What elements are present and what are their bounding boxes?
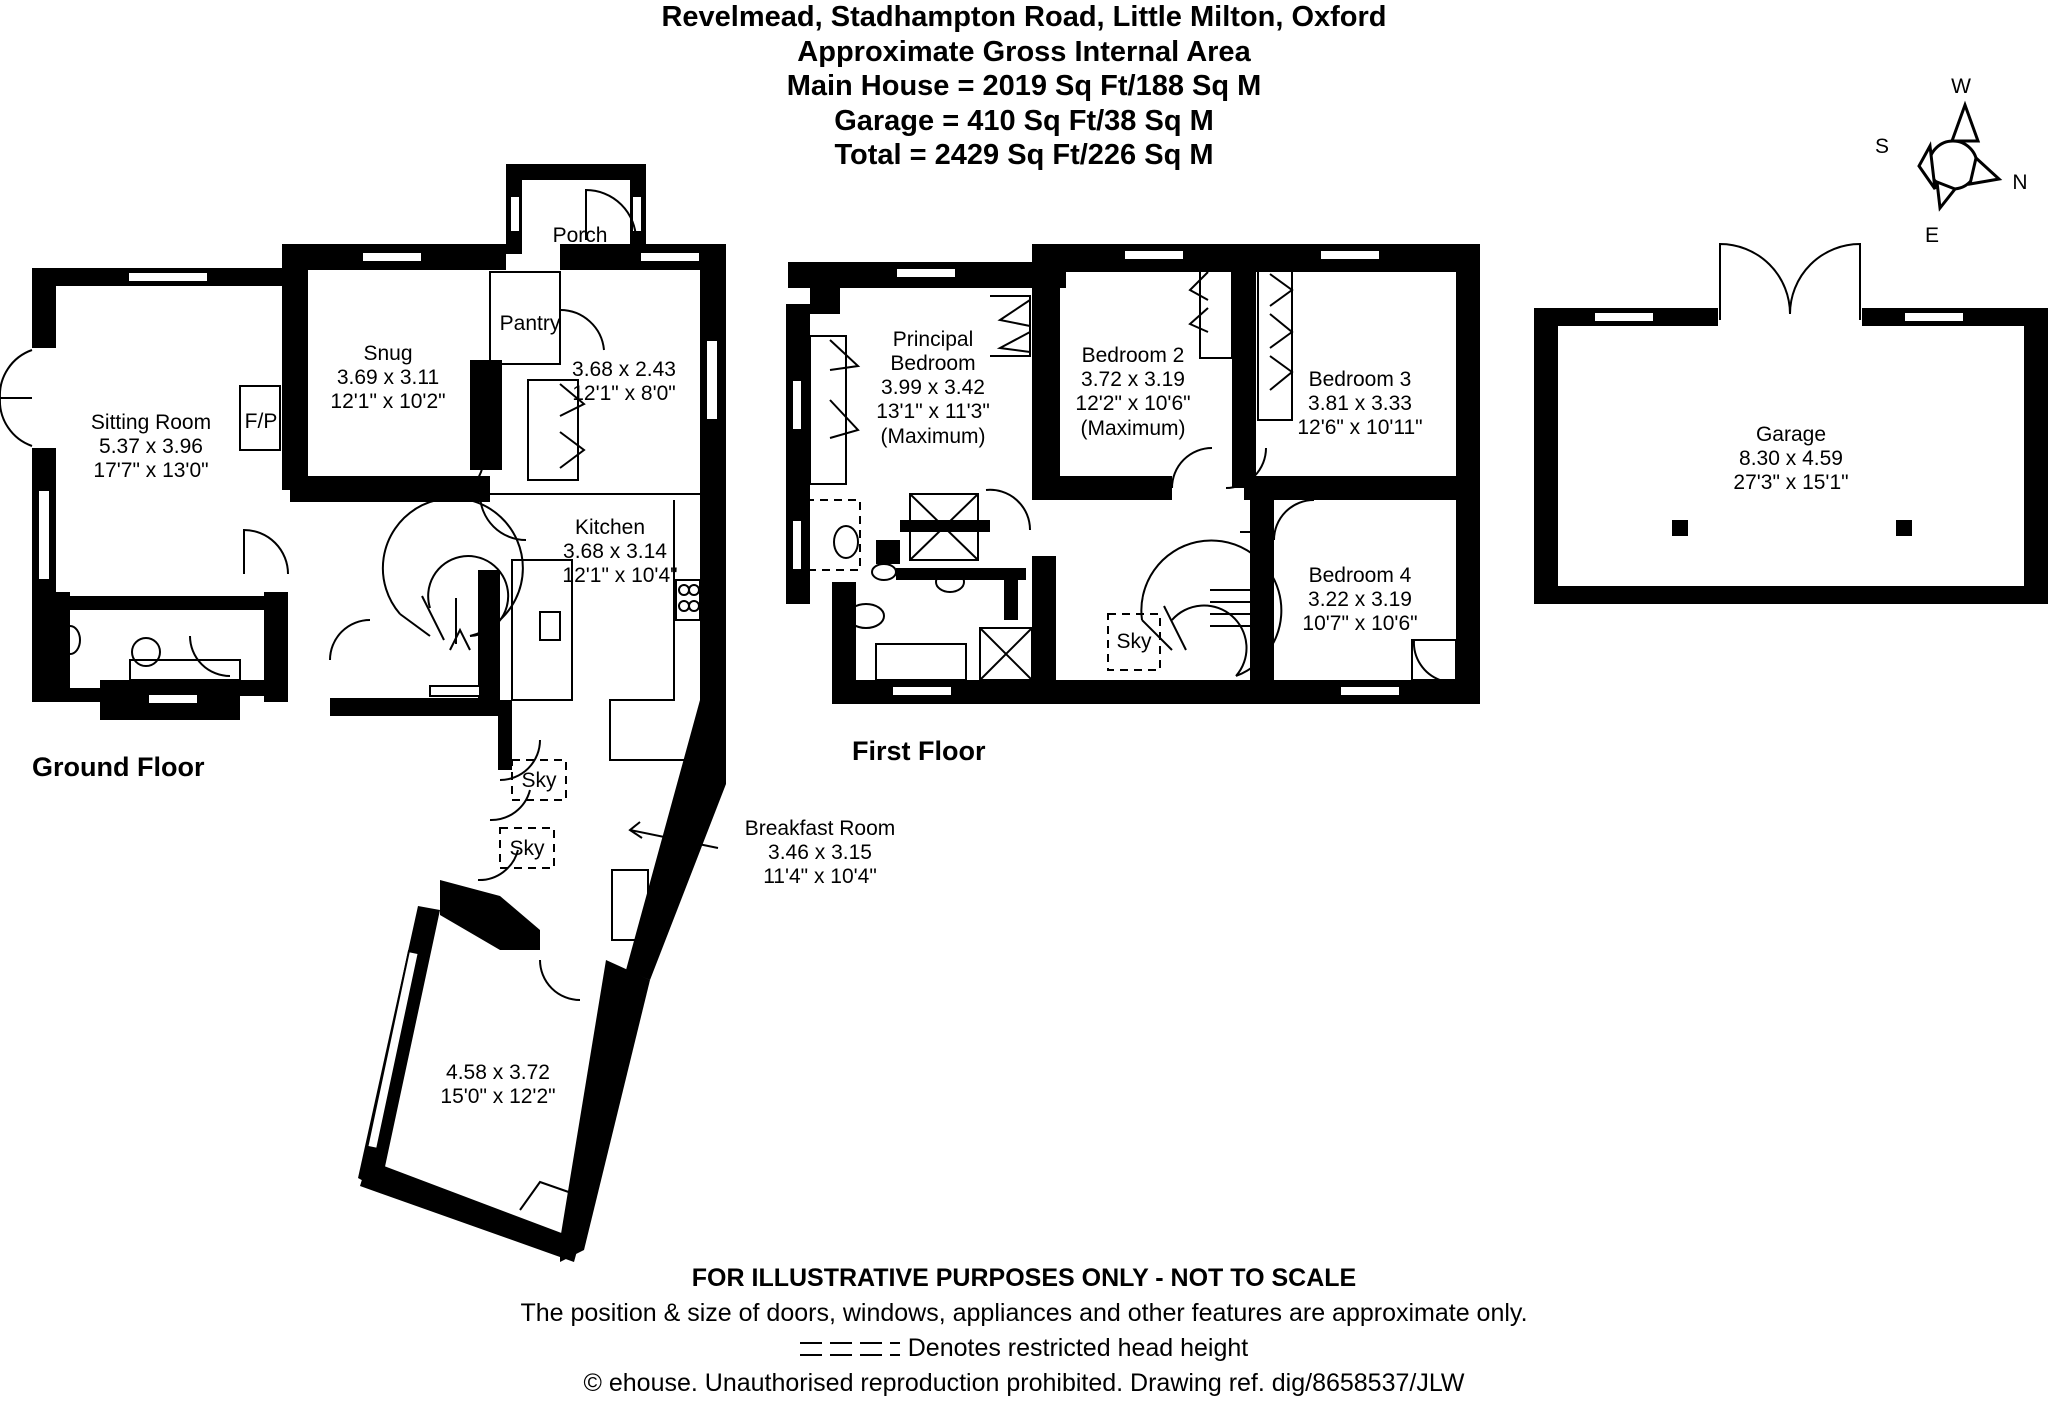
garden-room-metric: 4.58 x 3.72 (446, 1061, 550, 1084)
breakfast-room-imperial: 11'4" x 10'4" (763, 865, 877, 888)
snug-imperial: 12'1" x 10'2" (330, 390, 445, 413)
utility-imperial: 12'1" x 8'0" (572, 382, 676, 405)
porch-label: Porch (553, 224, 608, 247)
pantry-label: Pantry (500, 312, 561, 335)
first-floor-plan: Sky (786, 244, 1480, 704)
total-area: Total = 2429 Sq Ft/226 Sq M (834, 139, 1214, 171)
compass-e: E (1925, 224, 1939, 247)
breakfast-room-metric: 3.46 x 3.15 (768, 841, 872, 864)
garage-metric: 8.30 x 4.59 (1739, 447, 1843, 470)
dashed-box-icon (799, 1342, 900, 1357)
kitchen-name: Kitchen (575, 516, 645, 539)
sky-label-2: Sky (509, 837, 545, 860)
spiral-stair-icon (1140, 539, 1283, 677)
bedroom-2-imperial: 12'2" x 10'6" (1075, 392, 1190, 415)
sitting-room-metric: 5.37 x 3.96 (99, 435, 203, 458)
bedroom-4-metric: 3.22 x 3.19 (1308, 588, 1412, 611)
bedroom-4-name: Bedroom 4 (1309, 564, 1412, 587)
sitting-room-name: Sitting Room (91, 411, 211, 434)
bedroom-3-metric: 3.81 x 3.33 (1308, 392, 1412, 415)
property-address: Revelmead, Stadhampton Road, Little Milt… (661, 1, 1387, 33)
restricted-height-key: Denotes restricted head height (0, 1331, 2048, 1366)
bedroom-3-imperial: 12'6" x 10'11" (1297, 416, 1422, 439)
spiral-stair-icon (381, 497, 524, 651)
snug-metric: 3.69 x 3.11 (337, 366, 439, 389)
garage-imperial: 27'3" x 15'1" (1733, 471, 1848, 494)
principal-imperial: 13'1" x 11'3" (876, 400, 990, 423)
copyright-text: © ehouse. Unauthorised reproduction proh… (583, 1369, 1465, 1397)
sitting-room-imperial: 17'7" x 13'0" (93, 459, 208, 482)
principal-metric: 3.99 x 3.42 (881, 376, 985, 399)
bedroom-3-name: Bedroom 3 (1309, 368, 1412, 391)
principal-name-2: Bedroom (890, 352, 975, 375)
principal-note: (Maximum) (881, 425, 986, 448)
garage-area: Garage = 410 Sq Ft/38 Sq M (834, 104, 1214, 137)
disclaimer-title: FOR ILLUSTRATIVE PURPOSES ONLY - NOT TO … (691, 1264, 1357, 1292)
ground-floor-plan: F/P Porch Pantry (0, 164, 726, 1262)
restricted-height-label: Denotes restricted head height (907, 1334, 1249, 1362)
first-floor-label: First Floor (852, 736, 986, 766)
garage-name: Garage (1756, 423, 1826, 446)
bedroom-2-note: (Maximum) (1081, 417, 1186, 440)
bedroom-2-metric: 3.72 x 3.19 (1081, 368, 1185, 391)
area-subtitle: Approximate Gross Internal Area (797, 35, 1251, 68)
plan-footer: FOR ILLUSTRATIVE PURPOSES ONLY - NOT TO … (0, 1261, 2048, 1401)
bedroom-4-imperial: 10'7" x 10'6" (1302, 612, 1417, 635)
kitchen-imperial: 12'1" x 10'4" (562, 564, 677, 587)
compass-s: S (1875, 135, 1889, 158)
compass-n: N (2012, 171, 2027, 194)
compass-icon: W S N E (1875, 75, 2028, 247)
kitchen-metric: 3.68 x 3.14 (563, 540, 667, 563)
snug-name: Snug (363, 342, 412, 365)
bedroom-2-name: Bedroom 2 (1082, 344, 1185, 367)
disclaimer-text: The position & size of doors, windows, a… (520, 1299, 1528, 1327)
breakfast-room-name: Breakfast Room (745, 817, 896, 840)
ground-floor-label: Ground Floor (32, 752, 205, 782)
utility-metric: 3.68 x 2.43 (572, 358, 676, 381)
room-labels: Ground Floor First Floor Sitting Room 5.… (32, 328, 1849, 1108)
garage-plan (1534, 242, 2048, 604)
fp-label: F/P (245, 410, 278, 433)
compass-w: W (1951, 75, 1971, 98)
sky-label-3: Sky (1116, 630, 1152, 653)
garden-room-imperial: 15'0" x 12'2" (440, 1085, 555, 1108)
plan-header: Revelmead, Stadhampton Road, Little Milt… (0, 0, 2048, 173)
main-house-area: Main House = 2019 Sq Ft/188 Sq M (786, 70, 1262, 102)
principal-name-1: Principal (893, 328, 974, 351)
sky-label-1: Sky (521, 769, 557, 792)
